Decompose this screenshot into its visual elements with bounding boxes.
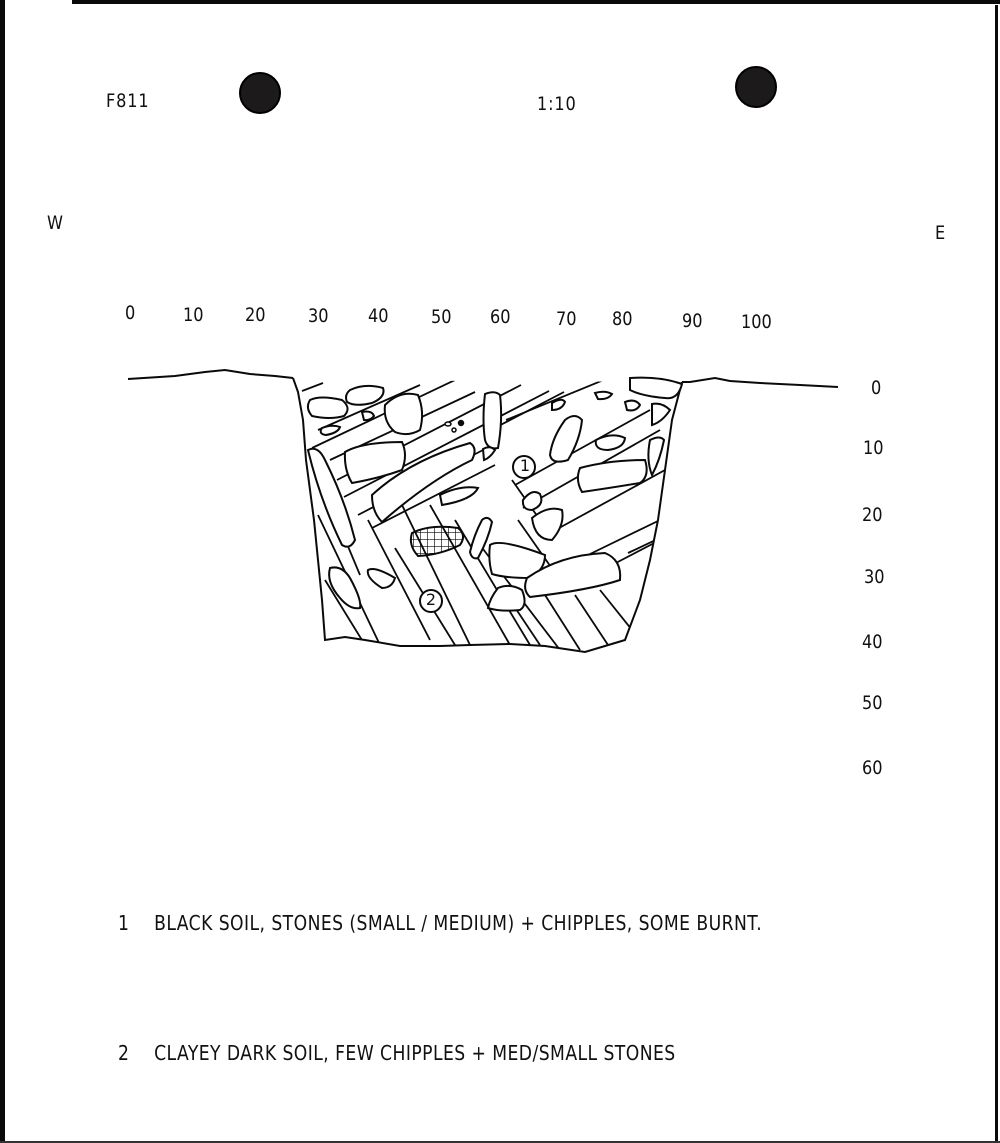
ground-surface-west [127,368,294,380]
stone [530,507,564,542]
v-tick: 0 [871,377,882,399]
h-tick: 20 [245,304,266,326]
frame-border-right [995,5,998,1143]
burnt-inclusion [409,525,464,558]
v-tick: 30 [864,566,885,588]
v-tick: 60 [862,757,883,779]
stone [576,458,648,494]
ground-surface-east [682,376,839,388]
h-tick: 70 [556,308,577,330]
layer-2-marker [419,589,443,613]
layer-1-marker-label: 1 [519,456,531,475]
feature-id-label: F811 [106,90,150,112]
stone [319,424,342,437]
stone [651,402,672,427]
stone [521,491,543,512]
stone [524,551,622,599]
stone [481,446,497,462]
legend-number: 2 [118,1041,130,1065]
legend-item-1: 1 BLACK SOIL, STONES (SMALL / MEDIUM) + C… [118,911,762,935]
stone [383,392,424,436]
stone [594,434,627,452]
h-tick: 10 [183,304,204,326]
h-tick: 80 [612,308,633,330]
h-tick: 40 [368,305,389,327]
stone [343,440,406,485]
stone [629,376,684,400]
stone [306,447,357,548]
stone [438,486,480,507]
v-tick: 40 [862,631,883,653]
h-tick: 60 [490,306,511,328]
legend-item-2: 2 CLAYEY DARK SOIL, FEW CHIPPLES + MED/SM… [118,1041,676,1065]
v-tick: 10 [863,437,884,459]
h-tick: 0 [125,302,136,324]
h-tick: 90 [682,310,703,332]
v-tick: 50 [862,692,883,714]
h-tick: 30 [308,305,329,327]
stone [482,391,503,450]
v-tick: 20 [862,504,883,526]
stone [551,398,567,412]
layer-1-marker [512,455,536,479]
stone [360,410,376,422]
stone [593,390,614,401]
stone [366,568,397,590]
stone [647,436,666,478]
layer-2-marker-label: 2 [425,590,437,609]
stone [306,396,349,419]
stone [328,566,362,610]
frame-border-bottom [0,1141,1000,1143]
punch-hole-left-icon [239,72,281,114]
scale-label: 1:10 [537,93,577,115]
west-label: W [47,212,64,234]
stone [486,584,526,612]
legend-number: 1 [118,911,130,935]
legend-description: BLACK SOIL, STONES (SMALL / MEDIUM) + CH… [154,911,763,935]
stone [548,415,584,463]
pit-outline [292,377,683,654]
frame-border-top [72,0,1000,4]
frame-border-left [0,0,5,1143]
punch-hole-right-icon [735,66,777,108]
stone [370,441,476,524]
stone [623,399,642,412]
east-label: E [935,222,947,244]
stone [345,384,385,406]
stone [468,516,494,560]
h-tick: 50 [431,306,452,328]
legend-description: CLAYEY DARK SOIL, FEW CHIPPLES + MED/SMA… [154,1041,676,1065]
h-tick: 100 [741,311,772,333]
